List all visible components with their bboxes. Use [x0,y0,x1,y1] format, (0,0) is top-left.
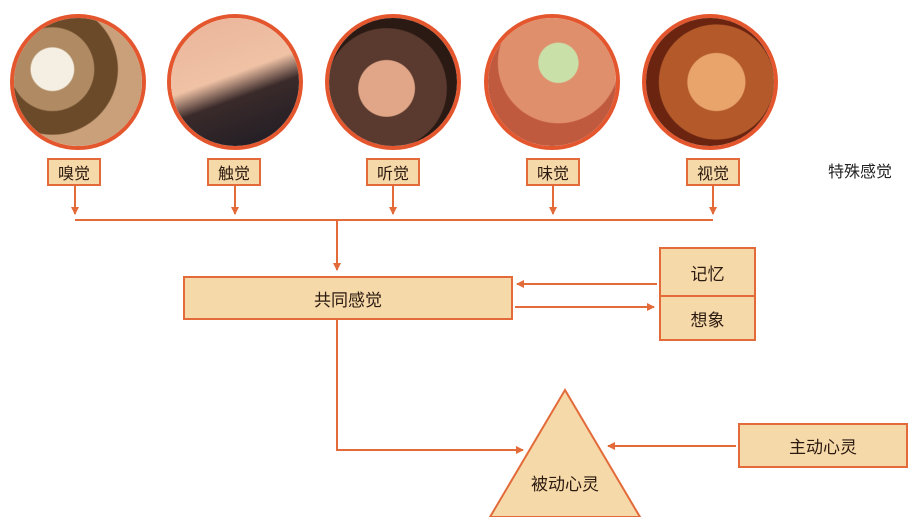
memory-box: 记忆 [659,247,756,297]
sight-photo [642,14,778,150]
common-sense-box: 共同感觉 [183,276,513,320]
taste-photo [484,14,620,150]
sense-label-smell: 嗅觉 [47,158,101,186]
smell-photo [10,14,146,150]
active-mind-box: 主动心灵 [738,423,908,468]
sense-label-taste: 味觉 [526,158,580,186]
touch-photo [167,14,303,150]
passive-mind-label: 被动心灵 [531,475,599,495]
sense-label-touch: 触觉 [207,158,261,186]
special-senses-label: 特殊感觉 [828,162,893,181]
imagination-box: 想象 [659,295,756,341]
sense-label-sight: 视觉 [686,158,740,186]
sense-label-hearing: 听觉 [366,158,420,186]
passive-mind-triangle [488,388,642,517]
hearing-photo [325,14,461,150]
